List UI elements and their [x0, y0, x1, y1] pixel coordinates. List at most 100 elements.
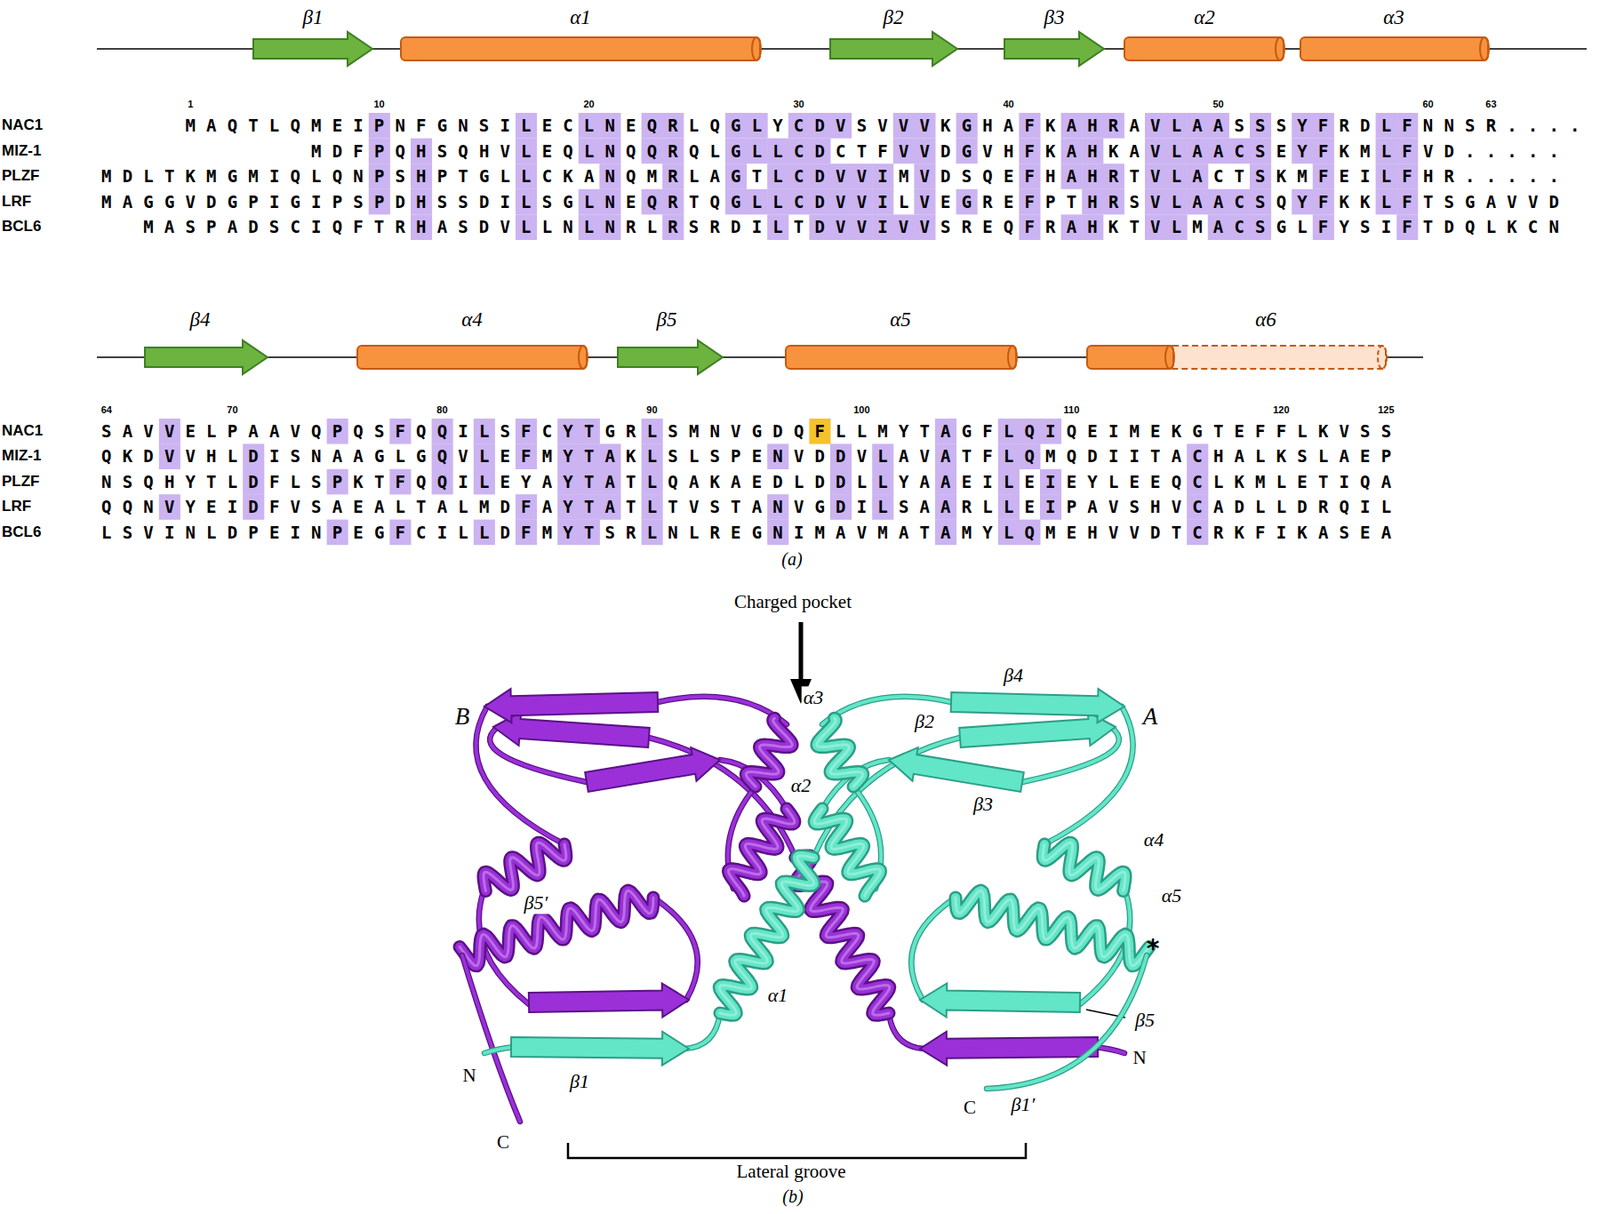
- chain-b-ribbon: [459, 688, 1125, 1065]
- panel-label: (a): [781, 549, 802, 570]
- structure-label: β4: [190, 308, 211, 332]
- residue-number: 40: [1002, 98, 1014, 111]
- sequence-row: QKDVVHLDISNAAGLGQVLEFMYTAKLSLSPENVDDVLAV…: [101, 448, 1402, 465]
- groove-bracket: [568, 1143, 1026, 1159]
- coil-loop: [484, 1047, 514, 1054]
- residue-number: 60: [1422, 98, 1433, 111]
- chain-label: A: [1143, 703, 1159, 731]
- helix-cylinder: [1087, 345, 1174, 369]
- structure-label: α4: [461, 308, 483, 332]
- helix-shine: [483, 842, 567, 891]
- protein-name: LRF: [1, 192, 32, 211]
- residue-number: 100: [853, 404, 870, 416]
- residue-number: 50: [1212, 98, 1224, 111]
- alpha-helix: [1042, 842, 1126, 891]
- structure-label: α6: [1255, 308, 1277, 332]
- residue-number: 20: [583, 98, 594, 111]
- structure-label: α3: [1383, 6, 1405, 30]
- helix-cap: [1275, 37, 1285, 61]
- protein-name: PLZF: [1, 167, 40, 185]
- helix-cap: [1008, 345, 1017, 369]
- structure-label: β1: [568, 1070, 592, 1093]
- beta-strand: [484, 688, 658, 723]
- structure-label: β5′: [522, 891, 551, 914]
- structure-label: α2: [1193, 6, 1216, 30]
- coil-loop: [911, 897, 956, 1000]
- structure-label: β3: [1044, 6, 1065, 30]
- alpha-helix: [483, 842, 567, 891]
- alpha-helix: [483, 842, 567, 891]
- terminus-label: C: [961, 1096, 978, 1119]
- alpha-helix: [1042, 842, 1126, 891]
- structure-label: α5: [1160, 884, 1184, 907]
- strand-arrow: [144, 340, 268, 375]
- protein-name: BCL6: [1, 523, 41, 542]
- beta-strand: [951, 688, 1125, 723]
- protein-name: NAC1: [1, 422, 43, 440]
- helix-cylinder: [1300, 37, 1488, 61]
- sequence-row: MAQTLQMEIPNFGNSILECLNEQRLQGLYCDVSVVVKGHA…: [184, 117, 1591, 135]
- strand-arrow: [1004, 32, 1104, 66]
- coil-loop: [1095, 1047, 1125, 1054]
- terminus-label: C: [495, 1131, 512, 1153]
- coil-loop: [684, 1013, 720, 1049]
- helix-cylinder: [1124, 37, 1284, 61]
- structure-label: β4: [1001, 664, 1025, 687]
- alpha-helix: [814, 808, 880, 896]
- protein-name: NAC1: [1, 116, 43, 135]
- structure-label: β5: [1133, 1008, 1157, 1032]
- terminus-label: N: [1130, 1047, 1148, 1069]
- chain-label: B: [455, 703, 471, 731]
- sequence-row: MDLTKMGMIQLQNPSHPTGLLCKANQMRLAGTLCDVVIMV…: [101, 168, 1570, 185]
- helix-cylinder: [400, 37, 760, 61]
- alpha-helix: [459, 890, 654, 967]
- residue-number: 120: [1272, 404, 1289, 416]
- coil-loop: [986, 955, 1147, 1089]
- coil-loop: [653, 897, 698, 1000]
- sequence-row: MDFPQHSQHVLEQLNQQRQLGLLCDCTFVVDGVHFKAHKA…: [311, 142, 1570, 160]
- helix-shine: [1042, 842, 1126, 891]
- beta-strand: [920, 984, 1080, 1018]
- structure-label: β2: [912, 710, 936, 733]
- residue-number: 70: [226, 404, 238, 416]
- terminus-label: N: [460, 1064, 478, 1087]
- panel-label: (b): [782, 1186, 803, 1208]
- residue-number: 30: [792, 98, 804, 111]
- beta-strand: [511, 1032, 689, 1066]
- structure-label: α1: [569, 6, 592, 30]
- structure-label: β2: [883, 6, 904, 30]
- residue-number: 1: [187, 98, 193, 111]
- beta-strand: [920, 1032, 1098, 1066]
- coil-loop: [684, 1013, 720, 1049]
- helix-shine: [814, 808, 880, 896]
- sequence-row: MAGGVDGPIGIPSPDHSSDILSGLNEQRTQGLLCDVVILV…: [101, 192, 1570, 210]
- helix-cap: [578, 345, 588, 369]
- structure-label: α3: [801, 686, 826, 709]
- sequence-row: SAVVELPAAVQPQSFQQILSFCYTGRLSMNVGDQFLLMYT…: [101, 423, 1402, 440]
- coil-loop: [653, 897, 698, 1000]
- structure-label: α4: [1142, 828, 1167, 851]
- beta-strand: [493, 712, 650, 748]
- protein-name: MIZ-1: [1, 142, 41, 160]
- strand-arrow: [253, 32, 373, 66]
- residue-number: 110: [1064, 404, 1080, 416]
- alpha-helix: [955, 890, 1150, 967]
- coil-loop: [888, 1013, 925, 1049]
- structure-label: β5: [656, 308, 678, 332]
- structure-label: β1′: [1009, 1093, 1038, 1116]
- mutation-marker: *: [1146, 935, 1160, 964]
- helix-cylinder: [357, 345, 587, 369]
- helix-shine: [459, 890, 654, 967]
- residue-number: 80: [436, 404, 448, 416]
- alpha-helix: [719, 856, 815, 1016]
- structure-label: α2: [789, 774, 814, 797]
- helix-cylinder: [1168, 345, 1386, 369]
- structure-label: α1: [766, 984, 791, 1007]
- residue-number: 63: [1485, 98, 1496, 111]
- structure-label: α5: [889, 308, 912, 332]
- helix-shine: [745, 718, 792, 787]
- helix-shine: [955, 890, 1150, 967]
- chain-a-ribbon: [484, 688, 1150, 1089]
- protein-name: PLZF: [1, 472, 40, 491]
- alpha-helix: [816, 718, 864, 787]
